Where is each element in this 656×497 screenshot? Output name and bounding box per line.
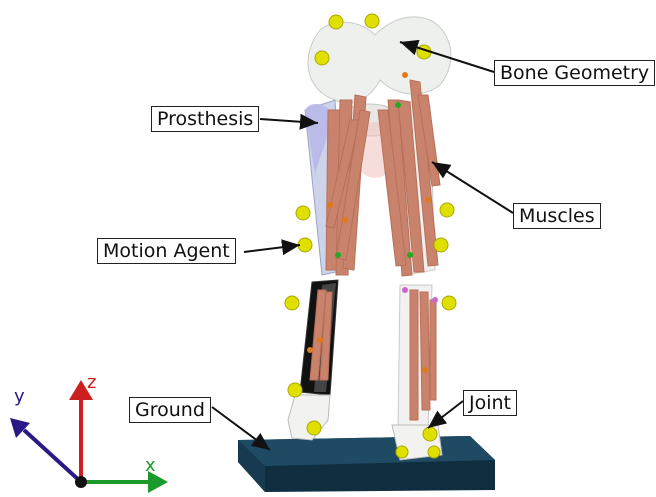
prosthesis-label: Prosthesis: [151, 106, 259, 132]
ground-plate: [238, 436, 495, 492]
axis-y-label: y: [14, 386, 25, 407]
muscles-label: Muscles: [513, 203, 601, 229]
joint-label: Joint: [463, 390, 517, 416]
axis-z-label: z: [87, 372, 96, 393]
ground-label: Ground: [129, 397, 211, 423]
motion-agent-label: Motion Agent: [97, 238, 236, 264]
axis-x-label: x: [145, 455, 156, 476]
bone-geometry-label: Bone Geometry: [494, 60, 655, 86]
